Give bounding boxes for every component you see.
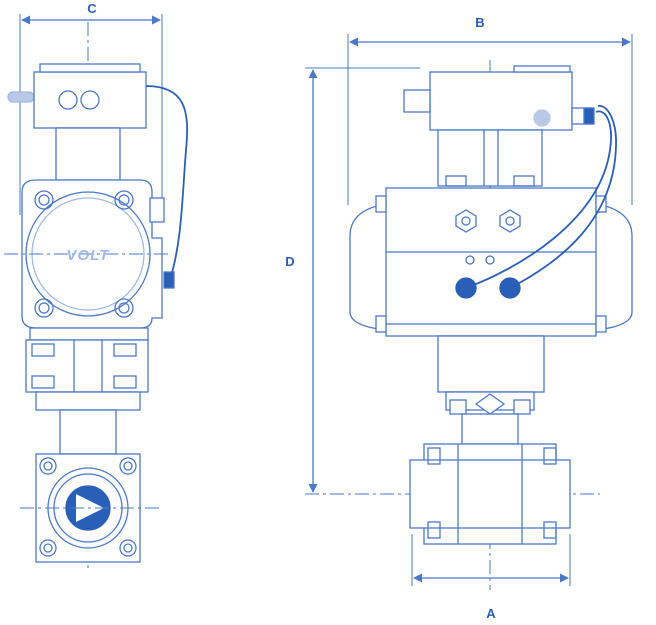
bolt-icon — [455, 209, 521, 233]
dimension-d-label: D — [285, 254, 294, 269]
bolt-icon — [34, 190, 134, 318]
front-view — [305, 34, 633, 590]
logo-text: VOLT — [67, 247, 111, 264]
dimension-c-label: C — [87, 1, 97, 16]
dimension-b-label: B — [475, 15, 484, 30]
bolt-icon — [39, 457, 137, 557]
switch-box-front — [429, 71, 573, 131]
dimension-a-label: A — [486, 606, 496, 621]
side-view — [4, 14, 189, 570]
switch-box-side — [33, 71, 147, 129]
bracket-side — [25, 339, 149, 393]
